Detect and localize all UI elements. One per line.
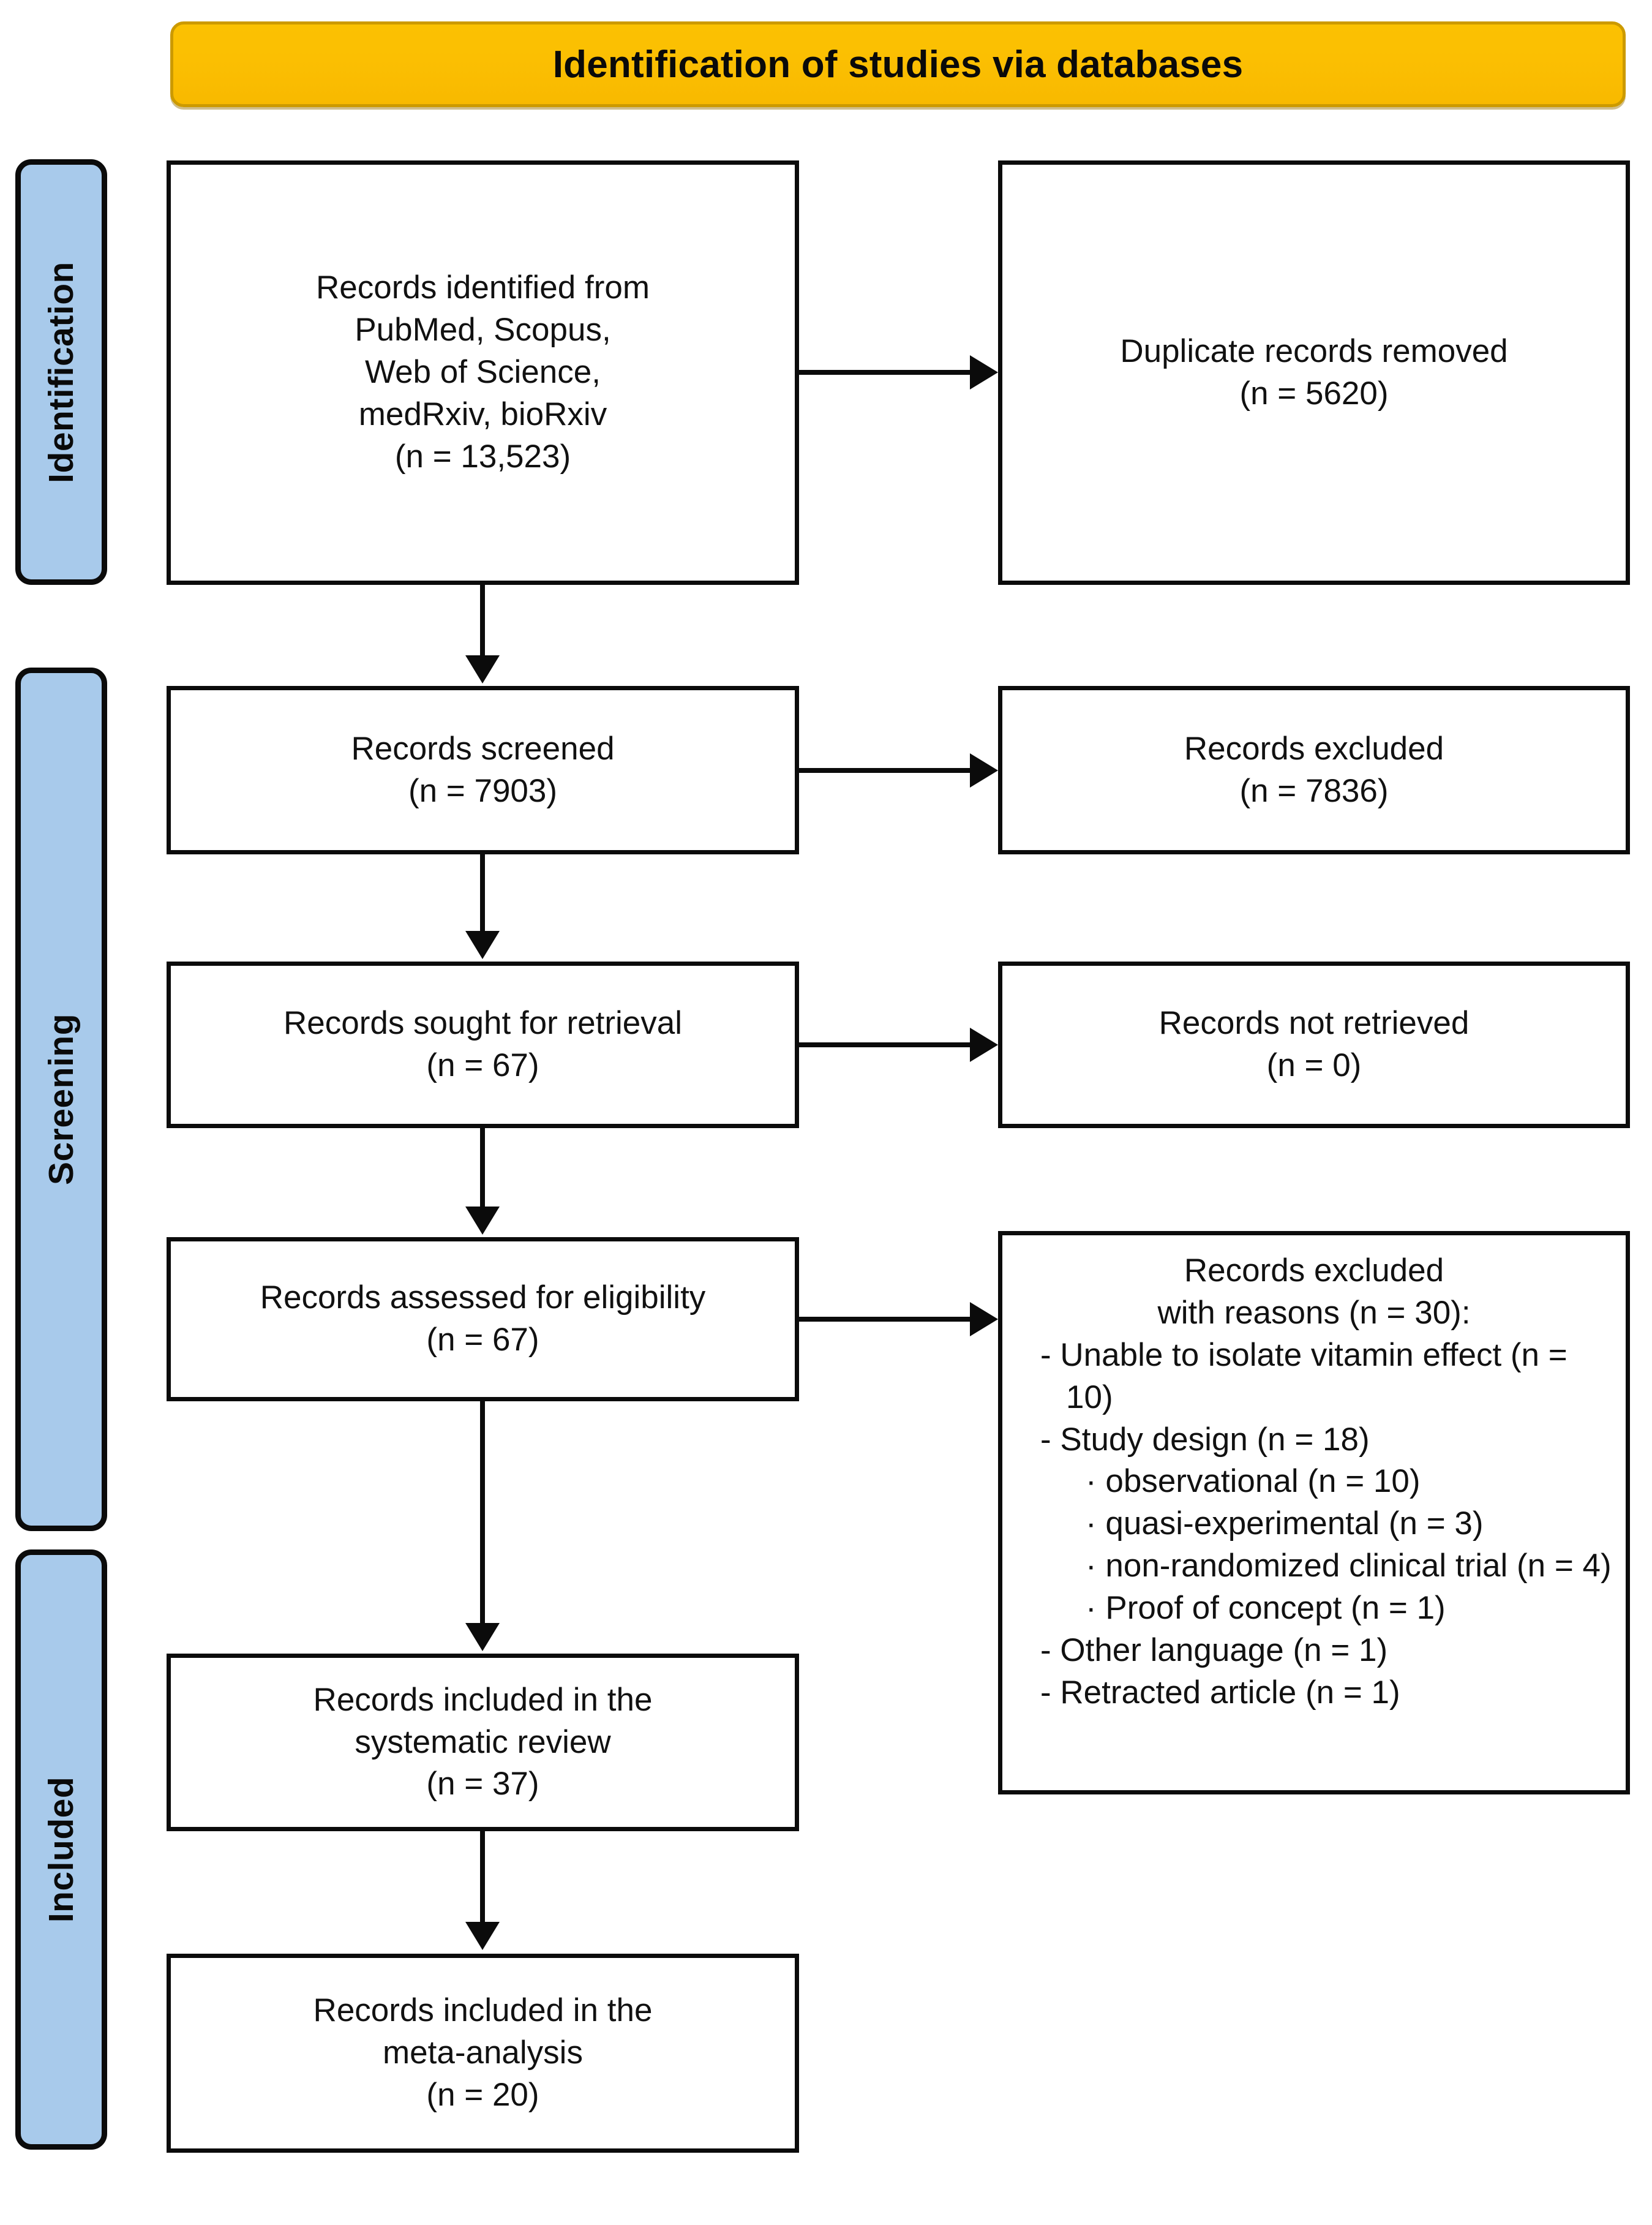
connector-identified-to-screened: [480, 585, 485, 657]
exclusion-reason-subitem: · Proof of concept (n = 1): [1086, 1590, 1446, 1627]
exclusion-reasons-list: Records excluded with reasons (n = 30): …: [1013, 1250, 1615, 1714]
connector-review-to-meta: [480, 1831, 485, 1923]
stage-bar-included: Included: [15, 1549, 107, 2150]
arrowhead-assessed-to-excluded-reasons: [970, 1302, 998, 1336]
box-records-included-meta-analysis: Records included in the meta-analysis (n…: [167, 1954, 799, 2153]
box-records-excluded-text: Records excluded (n = 7836): [1184, 730, 1444, 809]
connector-identified-to-duplicates: [799, 370, 971, 375]
arrowhead-review-to-meta: [465, 1922, 500, 1950]
arrowhead-screened-to-sought: [465, 931, 500, 959]
arrowhead-screened-to-excluded: [970, 753, 998, 788]
box-records-included-systematic-review-text: Records included in the systematic revie…: [313, 1681, 653, 1802]
box-records-included-systematic-review: Records included in the systematic revie…: [167, 1654, 799, 1831]
exclusion-reason-item: - Unable to isolate vitamin effect (n = …: [1040, 1336, 1568, 1415]
exclusion-reason-subitem: · non-randomized clinical trial (n = 4): [1086, 1548, 1612, 1584]
arrowhead-identified-to-duplicates: [970, 355, 998, 390]
connector-screened-to-excluded: [799, 768, 971, 773]
stage-bar-screening: Screening: [15, 668, 107, 1531]
box-duplicate-records-removed-text: Duplicate records removed (n = 5620): [1120, 333, 1508, 412]
stage-label-included: Included: [42, 1776, 81, 1923]
box-records-assessed-for-eligibility: Records assessed for eligibility (n = 67…: [167, 1237, 799, 1401]
stage-bar-identification: Identification: [15, 159, 107, 585]
stage-label-identification: Identification: [42, 261, 81, 483]
exclusion-reason-subitem: · quasi-experimental (n = 3): [1086, 1505, 1484, 1542]
exclusion-reason-item: - Study design (n = 18): [1040, 1421, 1370, 1458]
stage-label-screening: Screening: [42, 1013, 81, 1186]
connector-sought-to-not-retrieved: [799, 1042, 971, 1047]
exclusion-reason-item: - Other language (n = 1): [1040, 1632, 1388, 1669]
box-records-excluded-with-reasons: Records excluded with reasons (n = 30): …: [998, 1231, 1630, 1794]
box-records-excluded: Records excluded (n = 7836): [998, 686, 1630, 854]
arrowhead-assessed-to-included-review: [465, 1623, 500, 1651]
arrowhead-sought-to-assessed: [465, 1207, 500, 1235]
box-records-identified-text: Records identified from PubMed, Scopus, …: [316, 269, 650, 475]
box-records-not-retrieved: Records not retrieved (n = 0): [998, 962, 1630, 1128]
exclusion-reason-item: - Retracted article (n = 1): [1040, 1674, 1400, 1711]
arrowhead-identified-to-screened: [465, 655, 500, 683]
arrowhead-sought-to-not-retrieved: [970, 1028, 998, 1062]
box-duplicate-records-removed: Duplicate records removed (n = 5620): [998, 160, 1630, 585]
exclusion-reason-subitem: · observational (n = 10): [1086, 1463, 1421, 1500]
diagram-title-banner: Identification of studies via databases: [170, 21, 1626, 107]
connector-assessed-to-included-review: [480, 1401, 485, 1625]
box-records-not-retrieved-text: Records not retrieved (n = 0): [1158, 1005, 1470, 1083]
box-records-assessed-for-eligibility-text: Records assessed for eligibility (n = 67…: [260, 1279, 706, 1358]
box-records-sought-for-retrieval: Records sought for retrieval (n = 67): [167, 962, 799, 1128]
connector-sought-to-assessed: [480, 1128, 485, 1208]
connector-assessed-to-excluded-reasons: [799, 1317, 971, 1322]
box-records-included-meta-analysis-text: Records included in the meta-analysis (n…: [313, 1992, 653, 2113]
box-records-sought-for-retrieval-text: Records sought for retrieval (n = 67): [283, 1005, 682, 1083]
box-records-identified: Records identified from PubMed, Scopus, …: [167, 160, 799, 585]
connector-screened-to-sought: [480, 854, 485, 933]
box-records-screened-text: Records screened (n = 7903): [351, 730, 615, 809]
exclusion-reasons-heading: Records excluded with reasons (n = 30):: [1157, 1252, 1471, 1331]
box-records-screened: Records screened (n = 7903): [167, 686, 799, 854]
diagram-title: Identification of studies via databases: [552, 43, 1244, 86]
